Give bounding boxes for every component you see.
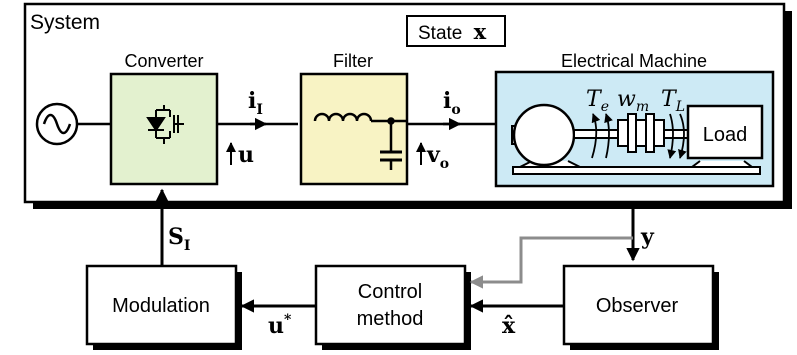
control-label-line1: Control (358, 281, 422, 303)
modulation-block: Modulation (85, 264, 242, 350)
load-label: Load (703, 124, 748, 146)
system-label: System (30, 11, 100, 34)
filter-block (299, 72, 409, 186)
signal-y: y (640, 224, 655, 250)
control-label-line2: method (357, 308, 424, 330)
signal-i-I: iI (248, 88, 263, 118)
signal-v-o: vo (426, 142, 449, 172)
machine-label: Electrical Machine (561, 51, 707, 71)
state-label-box: State x (406, 15, 506, 47)
filter-label: Filter (333, 51, 373, 71)
signal-s-i: SI (168, 224, 190, 254)
label-torque-l: TL (661, 87, 685, 115)
observer-block: Observer (562, 264, 719, 350)
machine-drawing (511, 103, 764, 175)
converter-label: Converter (124, 51, 203, 71)
state-label: State (418, 23, 462, 44)
signal-u: u (238, 142, 254, 168)
arrow-direct-feedback (469, 236, 633, 289)
state-symbol: x (474, 19, 487, 44)
svg-text:State x: State x (418, 19, 487, 44)
rotation-arrows (591, 113, 687, 159)
label-torque-e: Te (586, 87, 609, 115)
label-speed: wm (617, 87, 649, 115)
ac-source-icon (35, 102, 79, 146)
igbt-switch-icon (146, 105, 184, 144)
modulation-label: Modulation (112, 295, 210, 317)
observer-label: Observer (596, 295, 679, 317)
signal-u-star: u* (268, 312, 292, 339)
control-method-block: Control method (314, 264, 471, 350)
signal-x-hat: x̂ (502, 313, 516, 339)
lc-filter-icon (313, 112, 407, 170)
signal-i-o: io (443, 88, 461, 118)
